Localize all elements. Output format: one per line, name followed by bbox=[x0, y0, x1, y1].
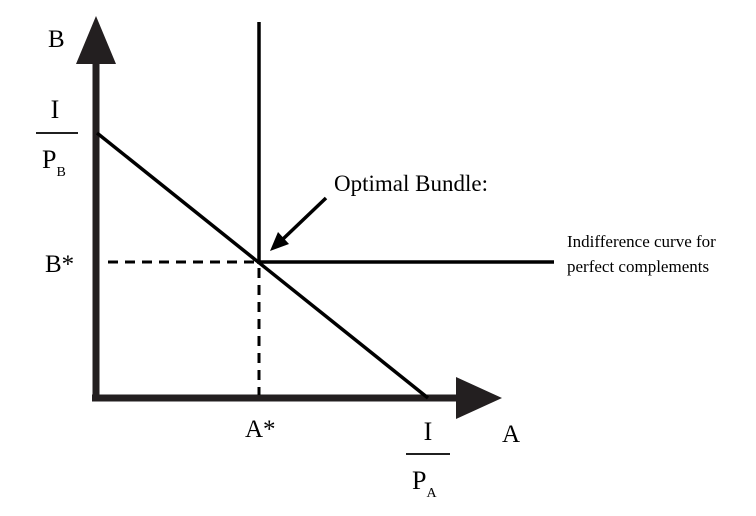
indifference-curve-label-line1: Indifference curve for bbox=[567, 232, 716, 251]
x-intercept-denominator: PA bbox=[412, 466, 437, 501]
indifference-curve-label-line2: perfect complements bbox=[567, 257, 709, 276]
optimal-bundle-arrowhead bbox=[270, 232, 289, 251]
optimal-bundle-label: Optimal Bundle: bbox=[334, 171, 488, 196]
optimal-bundle-arrow-shaft bbox=[281, 196, 328, 241]
x-axis-label: A bbox=[502, 421, 520, 448]
x-intercept-p-symbol: P bbox=[412, 466, 426, 495]
y-axis-arrowhead bbox=[76, 16, 116, 64]
y-intercept-subscript: B bbox=[56, 165, 65, 180]
b-star-label: B* bbox=[45, 251, 74, 278]
x-intercept-subscript: A bbox=[426, 486, 437, 501]
y-intercept-p-symbol: P bbox=[42, 145, 56, 174]
y-intercept-numerator: I bbox=[51, 95, 60, 124]
budget-line bbox=[95, 131, 430, 400]
x-intercept-numerator: I bbox=[424, 417, 433, 446]
a-star-label: A* bbox=[245, 416, 276, 443]
x-axis-arrowhead bbox=[456, 377, 502, 419]
y-intercept-denominator: PB bbox=[42, 145, 66, 180]
y-axis-label: B bbox=[48, 26, 65, 53]
